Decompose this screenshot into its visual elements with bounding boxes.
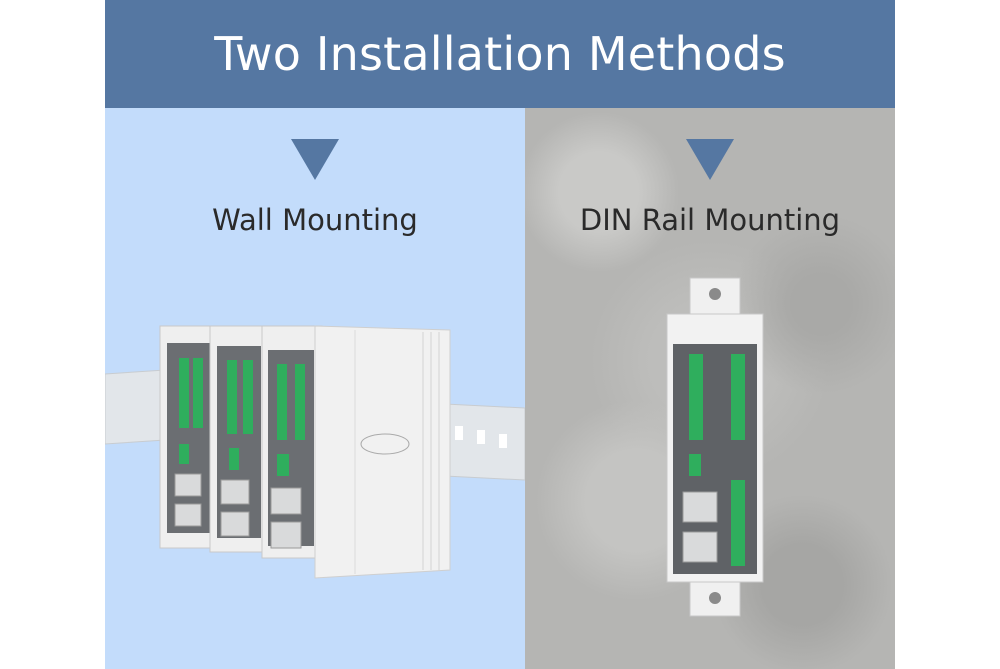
module-2	[209, 325, 269, 553]
wall-mounting-label: Wall Mounting	[212, 203, 418, 237]
side-cover	[314, 325, 451, 579]
wall-mounting-panel: Wall Mounting	[105, 108, 525, 669]
down-triangle-icon	[291, 139, 339, 180]
din-rail-mounting-label: DIN Rail Mounting	[579, 203, 841, 237]
din-rail-mounting-panel: DIN Rail Mounting	[525, 108, 895, 669]
down-triangle-icon	[686, 139, 734, 180]
wall-mounted-device-image	[666, 277, 764, 617]
title-banner: Two Installation Methods	[105, 0, 895, 108]
module-1	[159, 325, 219, 549]
page-title: Two Installation Methods	[214, 27, 786, 81]
din-rail-device-group-image	[105, 325, 525, 579]
module-3	[261, 325, 323, 559]
